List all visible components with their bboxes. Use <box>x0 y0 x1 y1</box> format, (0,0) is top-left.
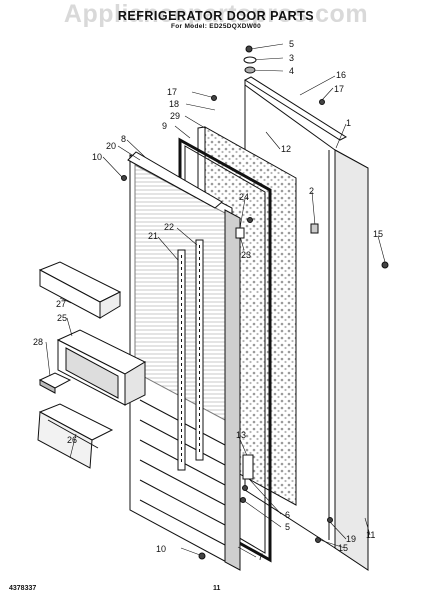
callout-3: 3 <box>289 53 294 63</box>
callout-16: 16 <box>336 70 346 80</box>
dispenser-trim <box>37 403 114 469</box>
callout-12: 12 <box>281 144 291 154</box>
callout-17: 17 <box>167 87 177 97</box>
callout-20: 20 <box>106 141 116 151</box>
callout-10: 10 <box>156 544 166 554</box>
watermark: Appliancepartspros.com <box>63 0 369 28</box>
callout-19: 19 <box>346 534 356 544</box>
callout-10: 10 <box>92 152 102 162</box>
callout-4: 4 <box>289 66 294 76</box>
callout-26: 26 <box>67 435 77 445</box>
screws <box>121 45 389 560</box>
callout-25: 25 <box>57 313 67 323</box>
drip-tray <box>38 372 72 394</box>
callout-15: 15 <box>338 543 348 553</box>
callout-27: 27 <box>56 299 66 309</box>
document-number: 4378337 <box>9 585 37 592</box>
leader-lines <box>45 43 386 558</box>
callout-1: 1 <box>346 118 351 128</box>
callout-11: 11 <box>366 530 375 540</box>
callout-2: 2 <box>309 186 314 196</box>
top-breaker-strip <box>127 151 223 209</box>
callout-9: 9 <box>162 121 167 131</box>
callout-5: 5 <box>289 39 294 49</box>
shelf-support-right <box>195 239 204 461</box>
callout-13: 13 <box>236 430 246 440</box>
callout-29: 29 <box>170 111 180 121</box>
callout-8: 8 <box>121 134 126 144</box>
callout-15: 15 <box>373 229 383 239</box>
callout-22: 22 <box>164 222 174 232</box>
callout-24: 24 <box>239 192 249 202</box>
callout-labels: 5 3 4 16 17 17 18 29 9 1 12 8 20 10 2 24… <box>33 39 383 562</box>
callout-21: 21 <box>148 231 158 241</box>
callout-5: 5 <box>285 522 290 532</box>
dispenser-housing <box>56 329 147 406</box>
page-number: 11 <box>213 585 221 592</box>
callout-6: 6 <box>285 510 290 520</box>
callout-18: 18 <box>169 99 179 109</box>
diagram-title: REFRIGERATOR DOOR PARTS <box>117 9 315 23</box>
top-trim <box>243 76 348 141</box>
shelf-support-left <box>177 249 186 471</box>
callout-17: 17 <box>334 84 344 94</box>
diagram-subtitle: For Model: ED25DQXDW00 <box>170 23 262 30</box>
callout-23: 23 <box>241 250 251 260</box>
door-bin <box>38 261 122 319</box>
callout-7: 7 <box>258 552 263 562</box>
callout-28: 28 <box>33 337 43 347</box>
